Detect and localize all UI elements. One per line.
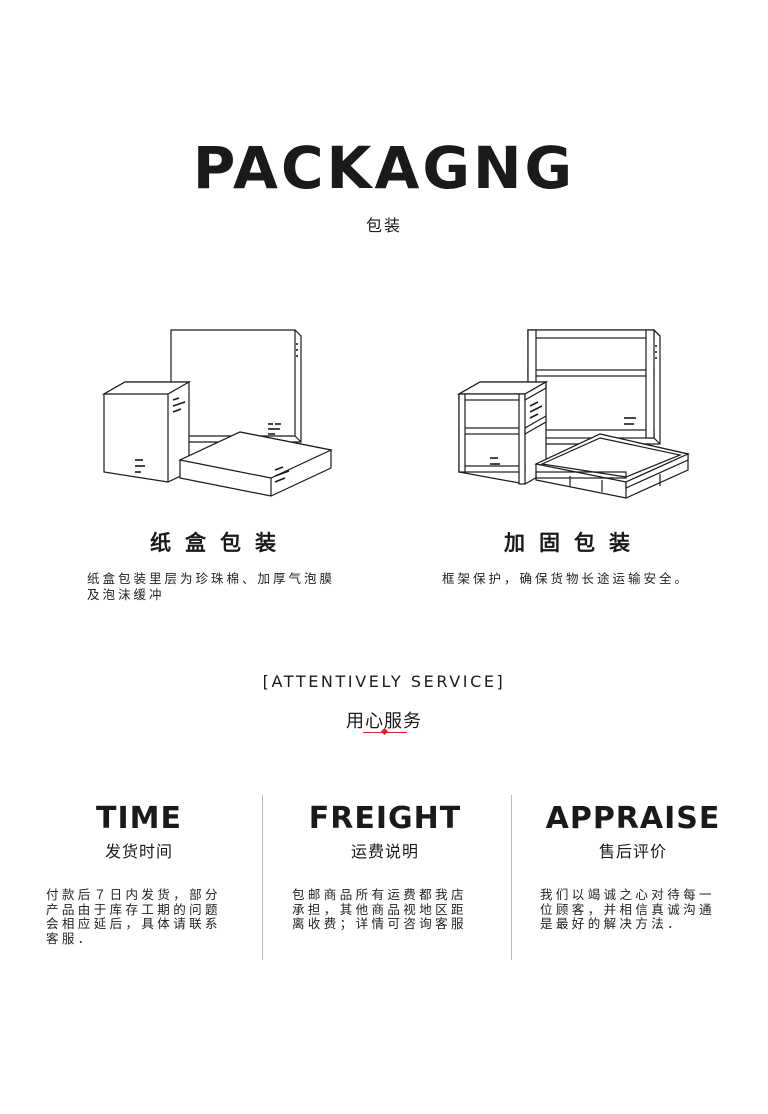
desc-line: 框架保护，确保货物长途运输安全。 — [442, 571, 691, 586]
column-title: FREIGHT — [308, 801, 462, 836]
desc-line: 客服． — [46, 930, 94, 946]
page-subtitle: 包装 — [365, 216, 402, 235]
carton-packaging-title: 纸盒包装 — [150, 531, 290, 555]
appraise-column: APPRAISE 售后评价 我们以竭诚之心对待每一 位顾客，并相信真诚沟通 是最… — [510, 800, 756, 932]
carton-box-illustration — [95, 320, 345, 500]
freight-column: FREIGHT 运费说明 包邮商品所有运费都我店 承担，其他商品视地区距 离收费… — [262, 800, 508, 932]
desc-line: 会相应延后，具体请联系 — [46, 916, 221, 931]
service-tag: [ATTENTIVELY SERVICE] — [262, 672, 506, 691]
page-title: PACKAGNG — [192, 134, 576, 202]
desc-line: 离收费；详情可咨询客服 — [292, 916, 467, 931]
desc-line: 是最好的解决方法． — [540, 916, 684, 931]
reinforced-box-illustration — [450, 320, 700, 500]
column-subtitle: 售后评价 — [598, 842, 667, 861]
column-description: 包邮商品所有运费都我店 承担，其他商品视地区距 离收费；详情可咨询客服 — [262, 887, 508, 932]
desc-line: 我们以竭诚之心对待每一 — [540, 887, 715, 902]
desc-line: 付款后７日内发货，部分 — [46, 887, 221, 902]
column-divider — [511, 795, 512, 960]
column-divider — [262, 795, 263, 960]
service-subtitle: 用心服务 — [346, 711, 422, 732]
desc-line: 承担，其他商品视地区距 — [292, 901, 467, 917]
column-description: 我们以竭诚之心对待每一 位顾客，并相信真诚沟通 是最好的解决方法． — [510, 887, 756, 932]
column-subtitle: 运费说明 — [350, 842, 419, 861]
desc-line: 包邮商品所有运费都我店 — [292, 887, 467, 902]
desc-line: 纸盒包装里层为珍珠棉、加厚气泡膜 — [87, 571, 336, 586]
column-title: APPRAISE — [545, 801, 721, 836]
column-subtitle: 发货时间 — [104, 842, 173, 861]
desc-line: 位顾客，并相信真诚沟通 — [540, 901, 715, 917]
desc-line: 及泡沫缓冲 — [87, 587, 165, 602]
carton-packaging-description: 纸盒包装里层为珍珠棉、加厚气泡膜 及泡沫缓冲 — [87, 571, 377, 603]
time-column: TIME 发货时间 付款后７日内发货，部分 产品由于库存工期的问题 会相应延后，… — [16, 800, 262, 946]
reinforced-packaging-description: 框架保护，确保货物长途运输安全。 — [442, 571, 742, 587]
column-description: 付款后７日内发货，部分 产品由于库存工期的问题 会相应延后，具体请联系 客服． — [16, 887, 262, 946]
reinforced-packaging-title: 加固包装 — [504, 531, 644, 555]
desc-line: 产品由于库存工期的问题 — [46, 901, 221, 917]
column-title: TIME — [96, 801, 182, 836]
